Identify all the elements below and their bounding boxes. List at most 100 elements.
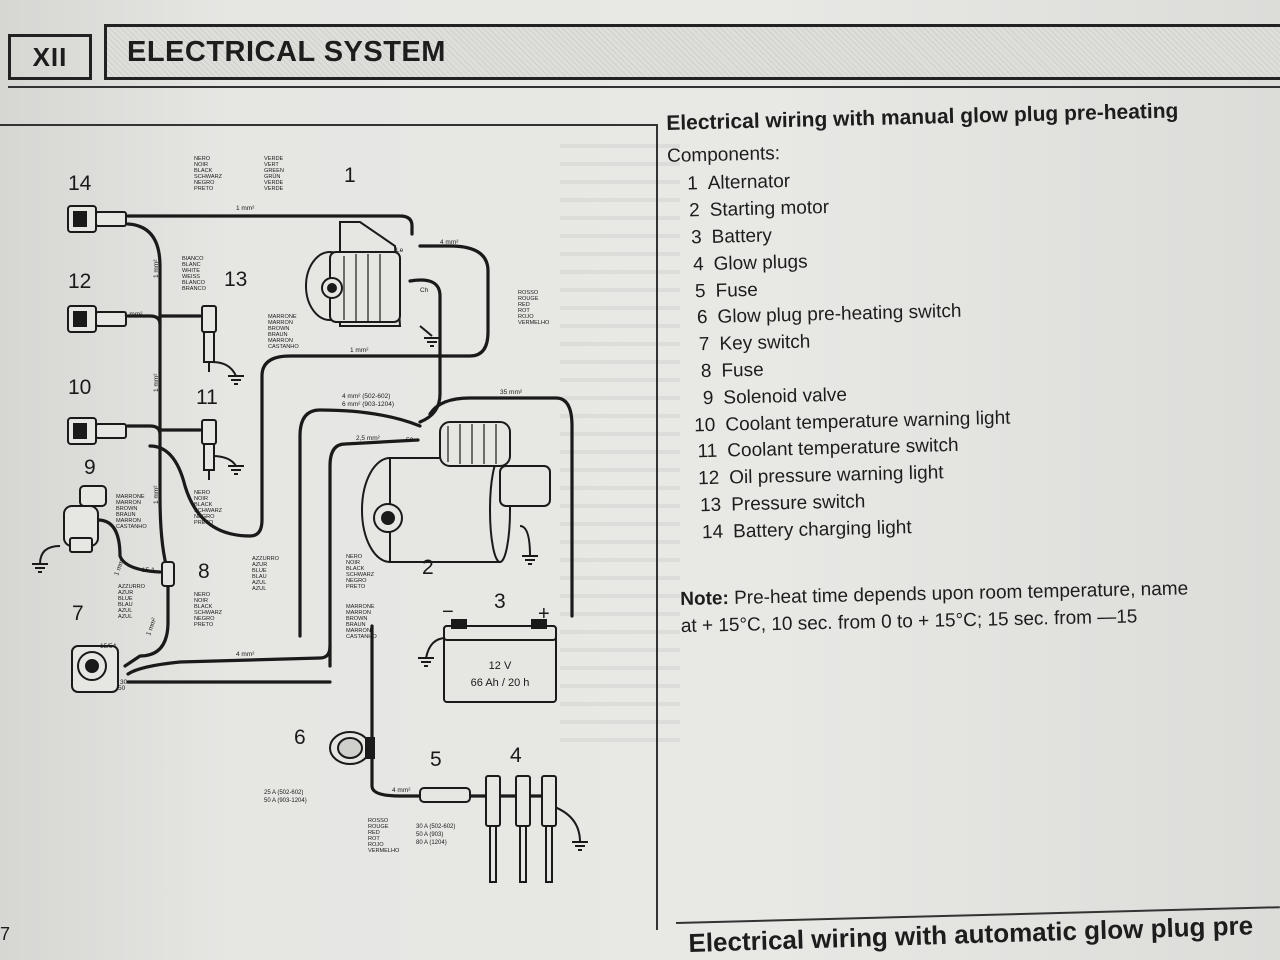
terminal-le: Le: [396, 247, 404, 254]
callout-11: 11: [196, 386, 218, 409]
component-label: Glow plugs: [713, 251, 808, 275]
colour-word: ROSSO: [368, 818, 389, 824]
colour-word: MARRON: [268, 320, 293, 326]
colour-word: ROT: [518, 308, 530, 314]
component-number: 8: [700, 360, 712, 383]
component-label: Fuse: [715, 279, 759, 302]
callout-14: 14: [68, 172, 92, 195]
wire-size: 4 mm²: [392, 787, 411, 794]
component-label: Starting motor: [709, 197, 830, 222]
component-number: 5: [694, 280, 706, 302]
colour-word: SCHWARZ: [346, 572, 375, 578]
coolant-temp-switch: [201, 419, 217, 480]
colour-word: AZUR: [118, 590, 133, 596]
page-number: 7: [0, 924, 11, 944]
colour-word: NERO: [194, 592, 211, 598]
colour-word: NEGRO: [194, 180, 215, 186]
coolant-temp-light: [67, 417, 127, 445]
fuse5-rating: 30 A (502-602): [416, 824, 455, 830]
colour-word: BLACK: [346, 566, 365, 572]
colour-word: ROUGE: [518, 296, 539, 302]
colour-stack-white: BIANCO BLANC WHITE WEISS BLANCO BRANCO: [182, 256, 207, 292]
wire-size: 4 mm² (502-602): [342, 393, 390, 400]
colour-stack-brown-top: MARRONE MARRON BROWN BRAUN MARRON CASTAN…: [268, 314, 299, 350]
battery-labels: − + 12 V 66 Ah / 20 h: [442, 601, 550, 689]
battery-voltage: 12 V: [489, 660, 512, 672]
colour-word: MARRONE: [268, 314, 297, 320]
colour-word: BLACK: [194, 604, 213, 610]
fuse6-rating: 50 A (903-1204): [264, 798, 307, 804]
wire-25mm: [328, 438, 420, 668]
component-number: 6: [696, 307, 708, 329]
ground-icon: [211, 455, 244, 475]
colour-stack-brown-mid: MARRONE MARRON BROWN BRAUN MARRON CASTAN…: [346, 604, 377, 640]
colour-word: NOIR: [194, 598, 208, 604]
component-number: 9: [702, 387, 714, 409]
colour-word: BRAUN: [116, 512, 136, 518]
component-label: Coolant temperature switch: [727, 435, 959, 462]
battery-charging-light: [67, 205, 127, 233]
wire-to-switch6: [362, 624, 374, 750]
component-label: Glow plug pre-heating switch: [717, 301, 962, 329]
colour-word: ROT: [368, 836, 380, 842]
callout-1: 1: [344, 164, 356, 187]
fuse5-rating: 80 A (1204): [416, 840, 447, 846]
colour-word: BRANCO: [182, 286, 207, 292]
callout-13: 13: [224, 268, 247, 291]
components-legend: Electrical wiring with manual glow plug …: [664, 97, 1280, 547]
component-label: Solenoid valve: [723, 384, 848, 409]
component-number: 12: [697, 467, 720, 490]
wire-switch6-fuse5: [370, 746, 422, 798]
ground-icon: [419, 325, 440, 347]
component-label: Key switch: [719, 331, 811, 355]
colour-word: SCHWARZ: [194, 508, 223, 514]
section-title-bar: ELECTRICAL SYSTEM: [104, 24, 1280, 80]
show-through-text: [560, 130, 680, 750]
component-label: Battery charging light: [732, 516, 912, 543]
colour-word: MARRON: [268, 338, 293, 344]
colour-word: NEGRO: [194, 616, 215, 622]
wire-battery-positive: [428, 396, 574, 618]
wire-size: 1 mm²: [153, 259, 160, 278]
wire-size: 4 mm²: [236, 651, 255, 658]
colour-word: MARRON: [346, 610, 371, 616]
wire-14-alternator: [126, 214, 414, 236]
ground-icon: [551, 805, 588, 851]
terminal-1554: 15/54: [100, 643, 117, 650]
colour-word: CASTANHO: [116, 524, 147, 530]
wire-left-harness: [126, 222, 170, 574]
fuse-rating-labels: 25 A (502-602) 50 A (903-1204) 30 A (502…: [264, 790, 455, 846]
ground-icon: [211, 361, 244, 385]
colour-word: BROWN: [268, 326, 289, 332]
fuse-5: [419, 787, 471, 803]
component-label: Oil pressure warning light: [729, 462, 944, 489]
colour-stack-black-left: NERO NOIR BLACK SCHWARZ NEGRO PRETO: [194, 490, 223, 526]
wire-colour-labels: NERO NOIR BLACK SCHWARZ NEGRO PRETO VERD…: [116, 156, 550, 854]
battery-plus: +: [538, 603, 550, 625]
colour-stack-black-top: NERO NOIR BLACK SCHWARZ NEGRO PRETO: [194, 156, 223, 192]
wire-size: 1 mm²: [124, 311, 143, 318]
wire-brown-alternator: [148, 244, 490, 538]
colour-word: NERO: [194, 156, 211, 162]
colour-word: PRETO: [194, 520, 214, 526]
colour-word: NOIR: [194, 496, 208, 502]
colour-word: VERT: [264, 162, 279, 168]
component-label: Battery: [711, 225, 773, 248]
colour-word: NERO: [194, 490, 211, 496]
wire-key-starter: [126, 644, 332, 676]
note-label: Note:: [680, 587, 730, 610]
colour-word: WEISS: [182, 274, 200, 280]
component-label: Pressure switch: [730, 491, 866, 516]
component-number: 3: [690, 227, 702, 249]
colour-word: VERMELHO: [368, 848, 400, 854]
colour-word: BRAUN: [346, 622, 366, 628]
battery-minus: −: [442, 601, 454, 623]
colour-word: AZZURRO: [118, 584, 146, 590]
component-number: 7: [698, 334, 710, 356]
ground-icon: [519, 525, 538, 565]
battery: [443, 619, 557, 703]
colour-word: NEGRO: [346, 578, 367, 584]
colour-word: BLACK: [194, 502, 213, 508]
wire-size: 4 mm²: [440, 239, 459, 246]
component-number: 2: [688, 200, 700, 222]
